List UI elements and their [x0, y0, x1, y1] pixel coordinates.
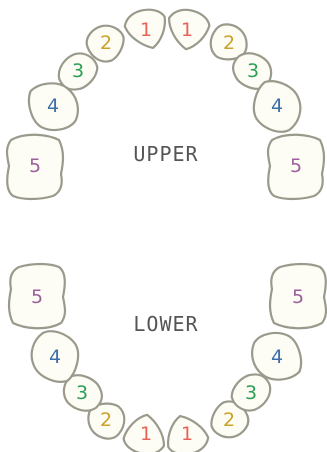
- tooth-outline: [57, 52, 99, 91]
- lower-tooth-right-2[interactable]: 2: [204, 395, 254, 444]
- lower-tooth-right-4[interactable]: 4: [247, 327, 305, 386]
- lower-tooth-left-3[interactable]: 3: [57, 368, 109, 418]
- tooth-number: 5: [290, 155, 302, 177]
- tooth-number: 4: [47, 95, 59, 117]
- tooth-outline: [123, 8, 166, 50]
- tooth-number: 2: [223, 409, 235, 431]
- upper-tooth-left-2[interactable]: 2: [81, 19, 131, 68]
- tooth-outline: [251, 331, 303, 381]
- upper-arch-label: UPPER: [133, 142, 198, 166]
- tooth-outline: [167, 8, 211, 51]
- lower-arch-label: LOWER: [133, 312, 198, 336]
- upper-tooth-right-3[interactable]: 3: [227, 46, 279, 96]
- tooth-number: 5: [292, 286, 304, 308]
- tooth-number: 1: [181, 423, 193, 445]
- tooth-outline: [252, 80, 302, 133]
- tooth-number: 1: [140, 19, 152, 41]
- tooth-outline: [30, 330, 80, 383]
- tooth-number: 4: [271, 95, 283, 117]
- tooth-number: 3: [245, 382, 257, 404]
- lower-tooth-right-3[interactable]: 3: [226, 368, 278, 418]
- tooth-number: 2: [100, 32, 112, 54]
- upper-tooth-right-1[interactable]: 1: [163, 6, 211, 53]
- tooth-number: 5: [29, 155, 41, 177]
- upper-tooth-left-3[interactable]: 3: [52, 46, 104, 96]
- lower-tooth-left-5[interactable]: 5: [7, 262, 67, 330]
- upper-tooth-left-5[interactable]: 5: [5, 133, 65, 201]
- tooth-number: 1: [140, 423, 152, 445]
- tooth-number: 2: [223, 32, 235, 54]
- tooth-number: 4: [49, 346, 61, 368]
- tooth-outline: [210, 400, 250, 439]
- tooth-number: 3: [247, 60, 259, 82]
- tooth-number: 3: [76, 382, 88, 404]
- lower-tooth-left-1[interactable]: 1: [121, 411, 169, 452]
- tooth-number: 5: [31, 286, 43, 308]
- tooth-outline: [266, 133, 326, 201]
- tooth-number: 1: [181, 19, 193, 41]
- lower-tooth-left-4[interactable]: 4: [26, 327, 84, 386]
- tooth-outline: [268, 262, 327, 330]
- tooth-number: 3: [72, 60, 84, 82]
- tooth-outline: [230, 373, 272, 412]
- tooth-outline: [27, 82, 79, 132]
- upper-tooth-right-5[interactable]: 5: [266, 133, 326, 201]
- tooth-number: 2: [100, 409, 112, 431]
- upper-tooth-left-4[interactable]: 4: [25, 77, 83, 136]
- tooth-outline: [7, 262, 67, 330]
- tooth-outline: [5, 133, 65, 201]
- tooth-outline: [85, 24, 125, 63]
- lower-tooth-right-5[interactable]: 5: [268, 262, 327, 330]
- tooth-number: 4: [271, 346, 283, 368]
- upper-tooth-right-4[interactable]: 4: [248, 77, 306, 136]
- lower-tooth-right-1[interactable]: 1: [163, 411, 211, 452]
- upper-tooth-left-1[interactable]: 1: [122, 6, 170, 53]
- tooth-outline: [122, 413, 166, 452]
